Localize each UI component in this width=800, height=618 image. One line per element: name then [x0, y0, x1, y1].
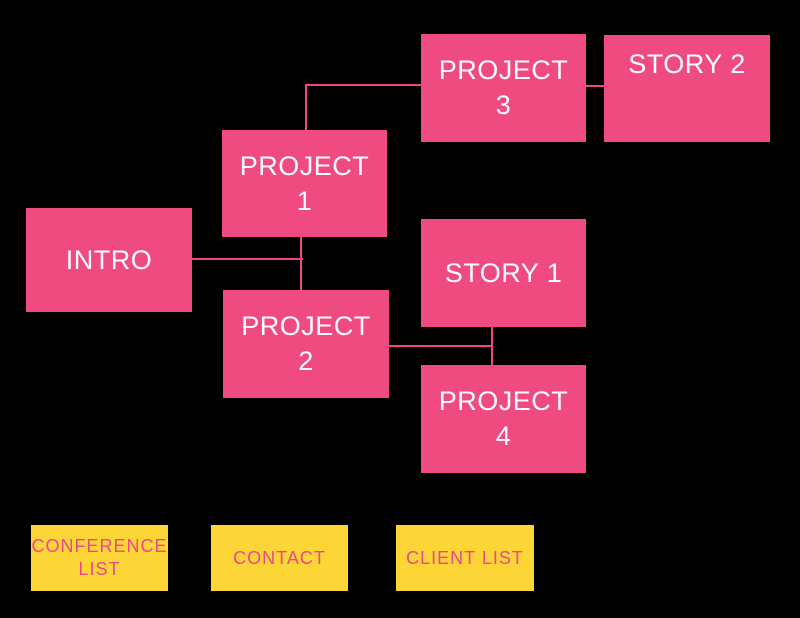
node-conference-list[interactable]: CONFERENCE LIST: [31, 525, 168, 591]
node-project-3-label-line2: 3: [495, 90, 512, 120]
node-story-2[interactable]: STORY 2: [604, 35, 770, 142]
connector-project1-project2-vertical: [300, 237, 302, 291]
node-story-2-label: STORY 2: [628, 49, 746, 79]
node-intro[interactable]: INTRO: [26, 208, 192, 312]
connector-project1-project3-vertical: [305, 84, 307, 131]
node-project-3[interactable]: PROJECT 3: [421, 34, 586, 142]
node-client-list[interactable]: CLIENT LIST: [396, 525, 534, 591]
connector-project1-project3-horizontal: [305, 84, 422, 86]
node-project-3-label-line1: PROJECT: [438, 55, 569, 85]
node-contact-label: CONTACT: [233, 547, 326, 568]
node-story-1[interactable]: STORY 1: [421, 219, 586, 327]
node-project-4-label-line1: PROJECT: [438, 386, 569, 416]
node-story-1-label: STORY 1: [444, 257, 563, 288]
node-conference-list-label-line2: LIST: [78, 559, 121, 579]
connector-intro-horizontal: [192, 258, 303, 260]
node-project-1-label-line1: PROJECT: [239, 150, 370, 181]
node-project-2-label-line2: 2: [298, 346, 314, 376]
node-project-2-label-line1: PROJECT: [241, 311, 371, 341]
node-conference-list-label-line1: CONFERENCE: [31, 536, 168, 556]
connector-story1-project4-vertical: [491, 326, 493, 365]
node-contact[interactable]: CONTACT: [211, 525, 348, 591]
connector-project2-horizontal: [389, 345, 493, 347]
node-client-list-label: CLIENT LIST: [406, 547, 524, 568]
node-project-2[interactable]: PROJECT 2: [223, 290, 389, 398]
node-project-4-label-line2: 4: [495, 421, 512, 451]
node-project-1[interactable]: PROJECT 1: [222, 130, 387, 237]
node-project-4[interactable]: PROJECT 4: [421, 365, 586, 473]
node-project-1-label-line2: 1: [296, 185, 313, 216]
node-intro-label: INTRO: [65, 244, 153, 275]
connector-project3-story2: [586, 85, 604, 87]
